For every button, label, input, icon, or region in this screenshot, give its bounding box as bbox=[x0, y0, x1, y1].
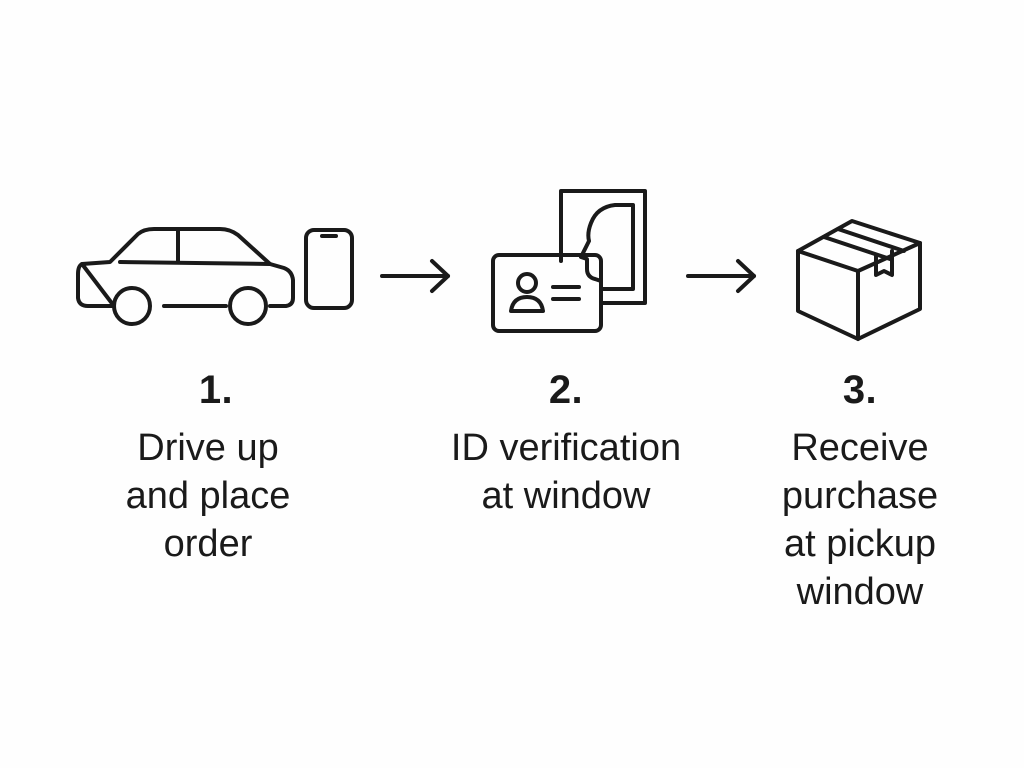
step-1-number: 1. bbox=[198, 368, 234, 412]
id-card-icon bbox=[491, 189, 647, 333]
step-3-label: Receive purchase at pickup window bbox=[781, 427, 939, 613]
arrow-right-icon bbox=[380, 258, 452, 294]
step-2-number: 2. bbox=[548, 368, 584, 412]
step-2-label: ID verification at window bbox=[450, 427, 682, 517]
arrow-right-icon bbox=[686, 258, 758, 294]
car-icon bbox=[74, 226, 298, 330]
smartphone-icon bbox=[304, 228, 354, 310]
step-1-label: Drive up and place order bbox=[125, 427, 291, 565]
package-box-icon bbox=[794, 213, 926, 341]
step-3-number: 3. bbox=[842, 368, 878, 412]
